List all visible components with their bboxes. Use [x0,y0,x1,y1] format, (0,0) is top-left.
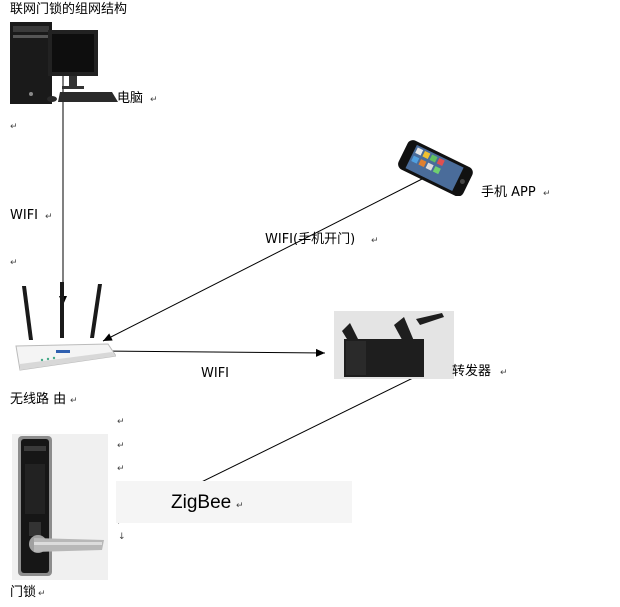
paragraph-mark: ↵ [117,464,125,474]
paragraph-mark: ↵ [70,396,78,406]
paragraph-mark: ↵ [117,417,125,427]
edge-label-router-repeater: WIFI [201,366,229,381]
paragraph-mark: ↵ [150,95,158,105]
zigbee-label-box [116,481,352,523]
diagram-title: 联网门锁的组网结构 [10,2,128,17]
door-lock-icon [12,434,108,580]
paragraph-mark: ↵ [38,589,46,599]
paragraph-mark: ↵ [500,368,508,378]
lock-label: 门锁 [10,585,37,600]
computer-label: 电脑 [117,91,144,106]
repeater-label: 转发器 [452,364,492,379]
paragraph-mark: ↵ [236,501,244,511]
paragraph-mark: ↵ [45,212,53,222]
desktop-computer-icon [10,22,118,106]
paragraph-mark: ↵ [371,236,379,246]
paragraph-mark: ↵ [10,258,18,268]
smartphone-icon [388,138,482,197]
down-mark: ↓ [118,532,126,542]
wifi-router-icon [12,280,117,372]
edge-label-repeater-lock: ZigBee [171,492,232,513]
paragraph-mark: ↵ [543,189,551,199]
repeater-icon [334,311,454,379]
paragraph-mark: ↵ [117,441,125,451]
paragraph-mark: ↵ [10,122,18,132]
edge-router-repeater [99,348,326,357]
router-label: 无线路 由 [10,392,67,407]
edge-phone-router [102,177,425,342]
edge-label-computer-router: WIFI [10,208,38,223]
phone-label: 手机 APP [481,185,536,200]
edge-label-phone-router: WIFI(手机开门) [265,232,356,247]
